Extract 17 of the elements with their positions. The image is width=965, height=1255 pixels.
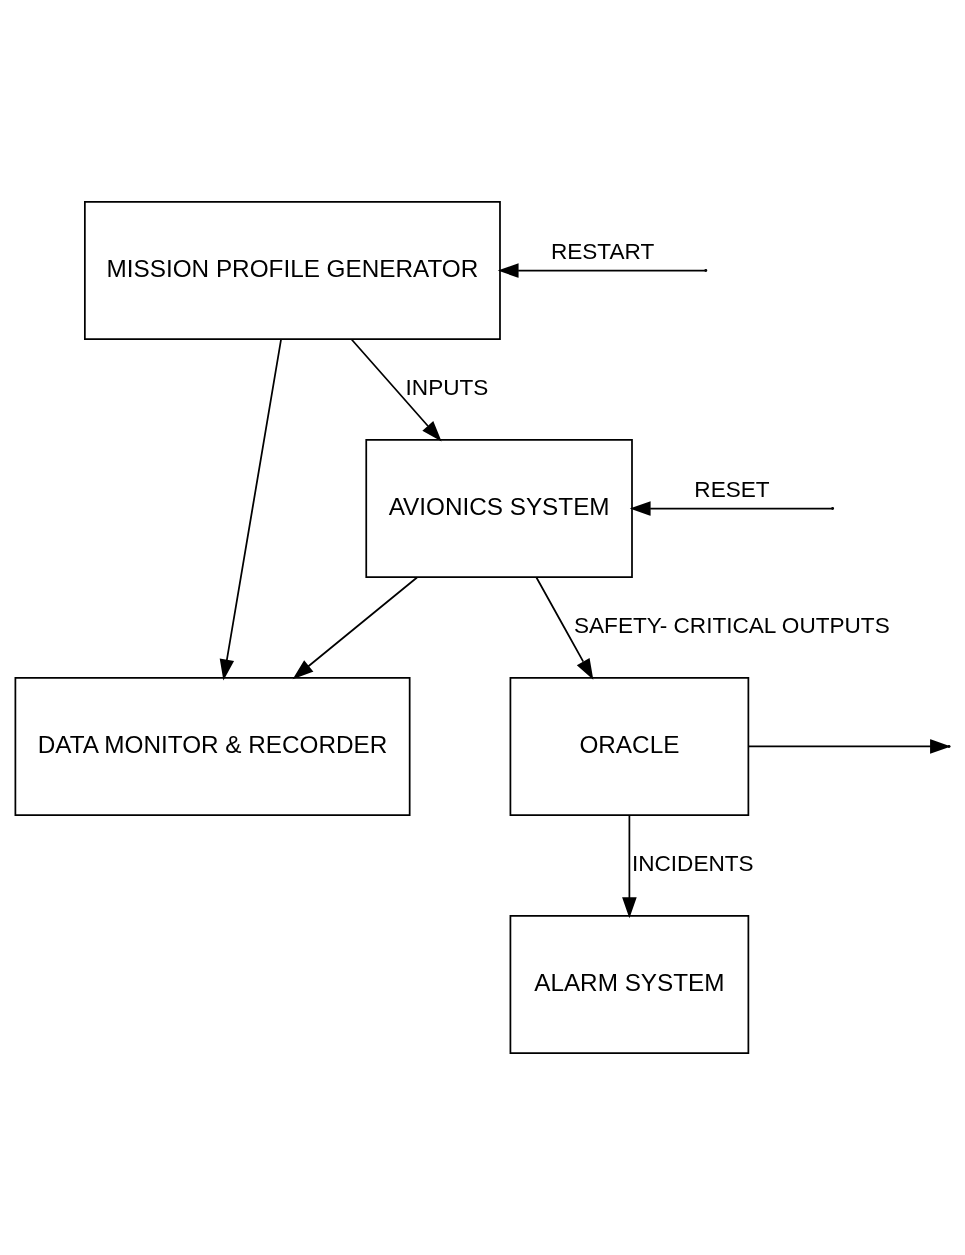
node-box: MISSION PROFILE GENERATOR — [84, 201, 501, 341]
node-box: DATA MONITOR & RECORDER — [14, 677, 411, 816]
edge-label: SAFETY- CRITICAL OUTPUTS — [574, 613, 890, 639]
edge-label: INPUTS — [405, 375, 489, 401]
edge-label: INCIDENTS — [631, 851, 754, 877]
edge-label: RESET — [694, 477, 770, 503]
arrow — [629, 501, 833, 516]
arrow — [350, 338, 442, 442]
node-box: AVIONICS SYSTEM — [365, 439, 633, 578]
arrow — [219, 338, 282, 681]
arrow — [497, 263, 707, 278]
node-box: ALARM SYSTEM — [509, 914, 750, 1054]
arrow — [622, 814, 637, 919]
arrow — [535, 576, 594, 680]
edge-label: RESTART — [550, 239, 655, 265]
arrow — [292, 576, 418, 680]
node-box: ORACLE — [509, 677, 750, 816]
